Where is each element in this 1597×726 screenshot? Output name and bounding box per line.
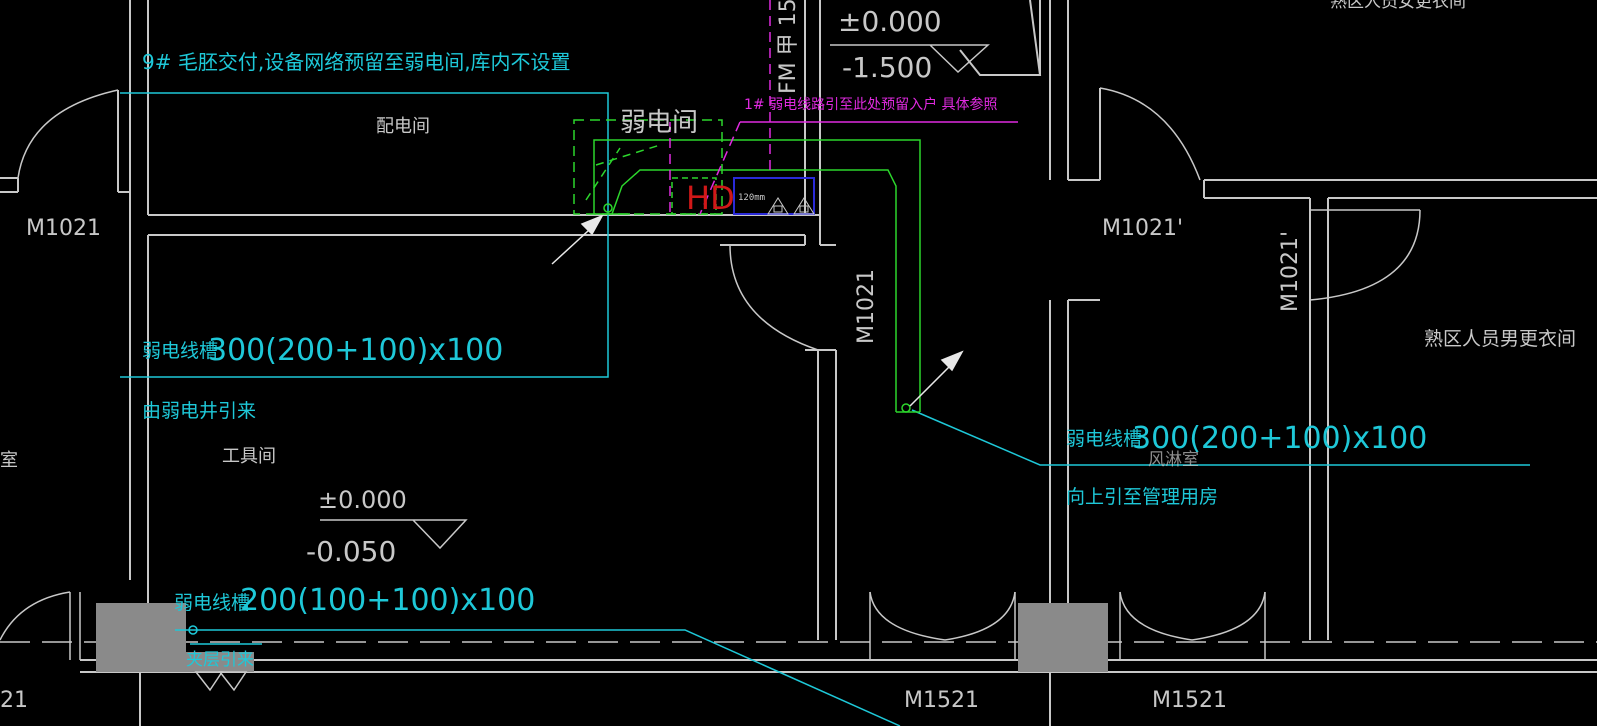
door-swing <box>1119 591 1193 641</box>
elevation-top-minus: -1.500 <box>842 51 933 84</box>
arrow-head <box>580 214 604 236</box>
tray-leader-1 <box>120 92 609 378</box>
green-cable-tray <box>573 119 921 413</box>
fire-door-label: FM 甲 15 <box>776 0 801 94</box>
door-swing <box>729 244 819 351</box>
door-swing <box>17 89 119 179</box>
door-label-bottom-left: 21 <box>0 688 28 713</box>
equipment-rect <box>799 205 809 213</box>
room-label-female-changing: 熟区人员女更衣间 <box>1330 0 1466 12</box>
cyan-leaders <box>120 92 1530 726</box>
door-label-left: M1021 <box>26 216 101 241</box>
elevation-mid-zero: ±0.000 <box>318 486 407 514</box>
note-9: 9# 毛胚交付,设备网络预留至弱电间,库内不设置 <box>142 50 571 74</box>
column <box>1018 603 1108 672</box>
from-shaft-note: 由弱电井引来 <box>142 400 257 422</box>
column <box>96 603 186 672</box>
door-label-right: M1021' <box>1102 216 1184 241</box>
elevation-top-zero: ±0.000 <box>838 5 942 38</box>
tray-leader-2 <box>911 409 1530 466</box>
door-label-mid-vertical: M1021 <box>854 269 879 344</box>
tool-room-label: 工具间 <box>222 446 276 467</box>
door-swing <box>1309 209 1421 301</box>
door-label-bottom-2: M1521 <box>1152 688 1227 713</box>
column <box>186 652 254 672</box>
door-swings <box>0 87 1421 660</box>
equipment-triangle <box>767 197 789 215</box>
tray-leader-3 <box>175 629 901 726</box>
elevation-markers <box>194 44 990 692</box>
tray-3-label: 弱电线槽 <box>174 592 251 614</box>
tray-2-value: 300(200+100)x100 <box>1132 421 1428 456</box>
door-swing <box>944 591 1016 641</box>
tray-dashed <box>585 147 621 201</box>
weak-room-dashed <box>573 119 723 215</box>
tray-dashed <box>595 144 661 166</box>
equipment-label: 120mm <box>738 193 765 203</box>
hd-box <box>671 177 717 215</box>
leader-dot <box>188 625 198 635</box>
door-label-bottom-1: M1521 <box>904 688 979 713</box>
room-label-male-changing: 熟区人员男更衣间 <box>1424 328 1577 350</box>
tray-riser <box>901 403 911 413</box>
tray-2-label: 弱电线槽 <box>1066 428 1143 450</box>
tray-1-value: 300(200+100)x100 <box>208 333 504 368</box>
door-swing <box>1099 87 1201 181</box>
small-triangle <box>194 671 224 692</box>
magenta-dashed <box>699 121 741 215</box>
elevation-triangle <box>830 44 990 74</box>
door-swing <box>0 591 71 641</box>
door-label-right-vertical: M1021' <box>1278 230 1303 312</box>
power-room-label: 配电间 <box>376 116 430 137</box>
tray-1-label: 弱电线槽 <box>142 340 219 362</box>
up-to-mgmt-note: 向上引至管理用房 <box>1066 486 1219 508</box>
room-label-left-edge: 室 <box>0 450 18 471</box>
door-swing <box>869 591 946 641</box>
elevation-mid-minus: -0.050 <box>306 535 397 568</box>
tray-outer <box>593 139 921 412</box>
arrows <box>551 214 964 407</box>
hd-label: HD <box>686 179 735 217</box>
tray-inner <box>611 169 897 412</box>
equipment-symbols <box>767 197 815 215</box>
arrow-head <box>940 350 964 372</box>
tray-riser <box>603 203 613 213</box>
magenta-lines <box>669 0 1018 215</box>
door-swing <box>1191 591 1266 641</box>
air-shower-room-label: 风淋室 <box>1148 450 1199 470</box>
weak-room-label: 弱电间 <box>620 108 699 138</box>
elevation-triangle <box>320 519 468 550</box>
from-mezzanine-note: 夹层引来 <box>186 650 254 670</box>
stair-outline <box>959 0 1042 76</box>
equipment-rect <box>773 205 783 213</box>
tray-3-value: 200(100+100)x100 <box>240 583 536 618</box>
note-1: 1# 弱电线路引至此处预留入户 具体参照 <box>744 97 998 113</box>
small-triangle <box>218 671 248 692</box>
equipment-triangle <box>793 197 815 215</box>
